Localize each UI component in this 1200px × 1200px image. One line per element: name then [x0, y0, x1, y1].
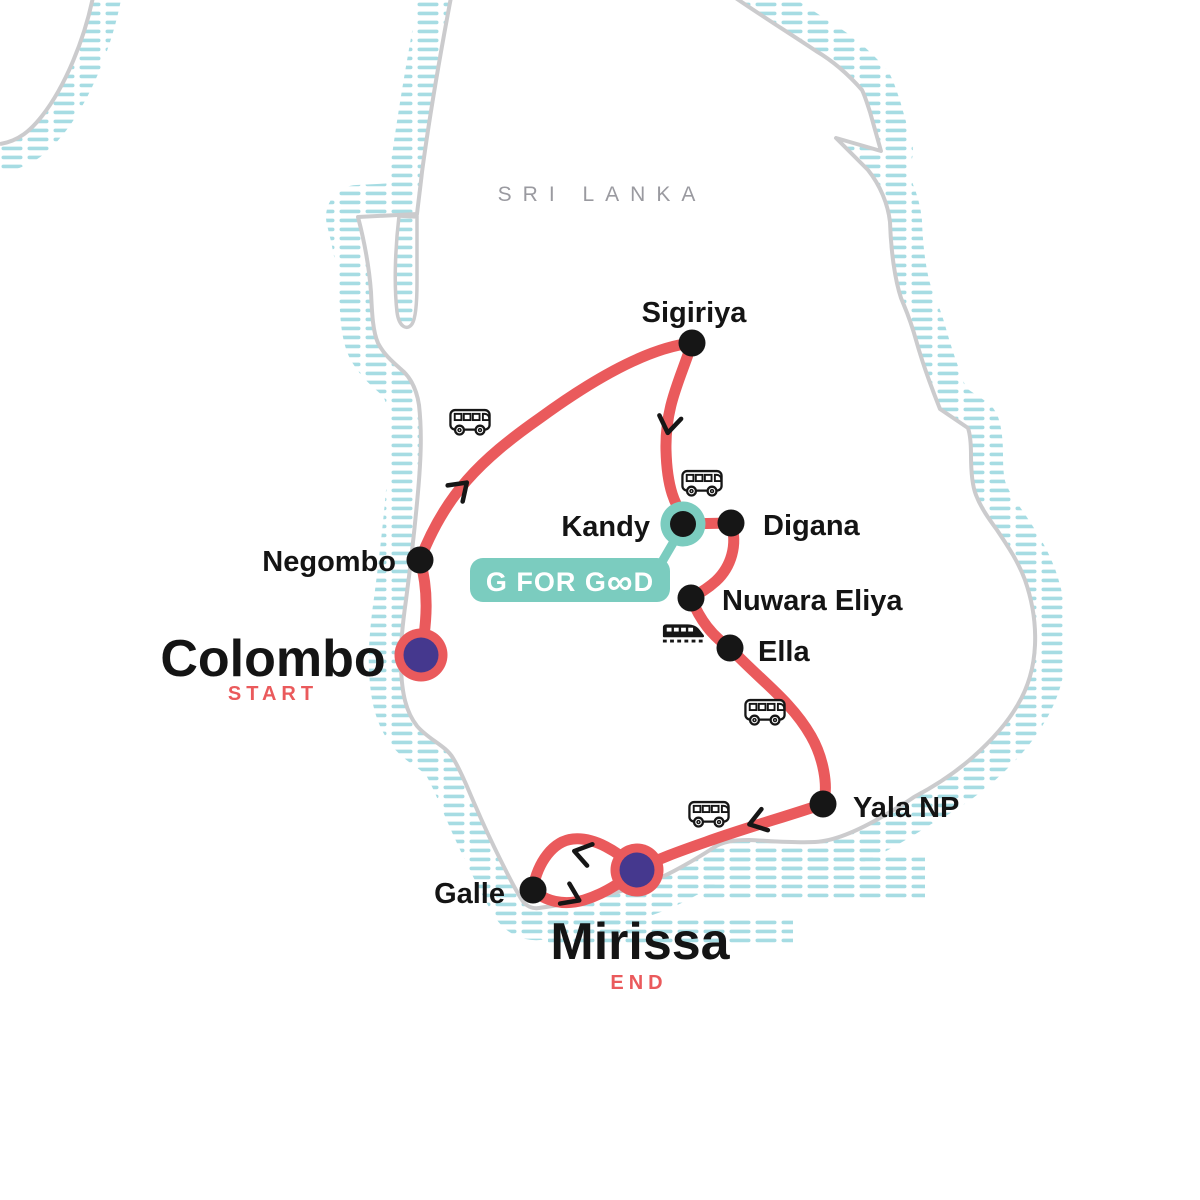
stop-dot-negombo [406, 546, 434, 574]
label-negombo: Negombo [262, 546, 396, 578]
india-coastline [0, 0, 95, 146]
stop-dot-mirissa [610, 843, 664, 897]
route-ella-yala [724, 642, 831, 810]
stop-dot-nuwara-eliya [677, 584, 705, 612]
label-yala: Yala NP [853, 792, 959, 824]
label-nuwara-eliya: Nuwara Eliya [722, 585, 903, 617]
india-land [0, 0, 93, 144]
water-lines-southeast [700, 856, 925, 900]
island-land [358, 0, 1036, 909]
arrow-galle-mirissa [557, 881, 582, 906]
route-negombo-sigiriya [414, 337, 698, 566]
arrow-yala-mirissa [747, 806, 771, 833]
stop-dot-sigiriya [678, 329, 706, 357]
island-coastline [356, 0, 1038, 911]
label-ella: Ella [758, 636, 810, 668]
arrow-negombo-sigiriya [445, 480, 470, 504]
g-for-good-badge [470, 558, 670, 602]
badge-suffix: D [634, 567, 655, 597]
water-details [393, 214, 925, 944]
stop-dot-digana [717, 509, 745, 537]
label-galle: Galle [434, 878, 505, 910]
label-sigiriya: Sigiriya [642, 297, 748, 329]
stop-dot-yala [809, 790, 837, 818]
lagoon-pocket [393, 214, 419, 329]
label-mirissa: Mirissa [550, 913, 730, 971]
label-end: END [610, 972, 667, 994]
stop-dot-ella [716, 634, 744, 662]
stop-dot-galle [519, 876, 547, 904]
coastlines [0, 0, 1038, 911]
direction-arrows [445, 413, 771, 906]
stop-dot-kandy [660, 501, 706, 547]
stop-dots [394, 329, 837, 904]
badge-prefix: G FOR G [486, 567, 607, 597]
arrow-mirissa-galle [571, 842, 595, 868]
label-digana: Digana [763, 510, 861, 542]
water-lines-south [548, 920, 793, 944]
stop-dot-colombo [394, 628, 448, 682]
arrow-sigiriya-kandy [657, 413, 684, 436]
g-for-good-label: G FOR G∞D [486, 561, 654, 602]
label-kandy: Kandy [561, 511, 650, 543]
land-fill [0, 0, 1035, 908]
label-start: START [228, 683, 318, 705]
country-label: SRI LANKA [498, 183, 707, 206]
stop-labels: Sigiriya Negombo Kandy Digana Nuwara Eli… [160, 297, 959, 994]
infinity-icon: ∞ [607, 561, 634, 602]
label-colombo: Colombo [160, 630, 385, 688]
g-for-good: G FOR G∞D [470, 521, 688, 602]
